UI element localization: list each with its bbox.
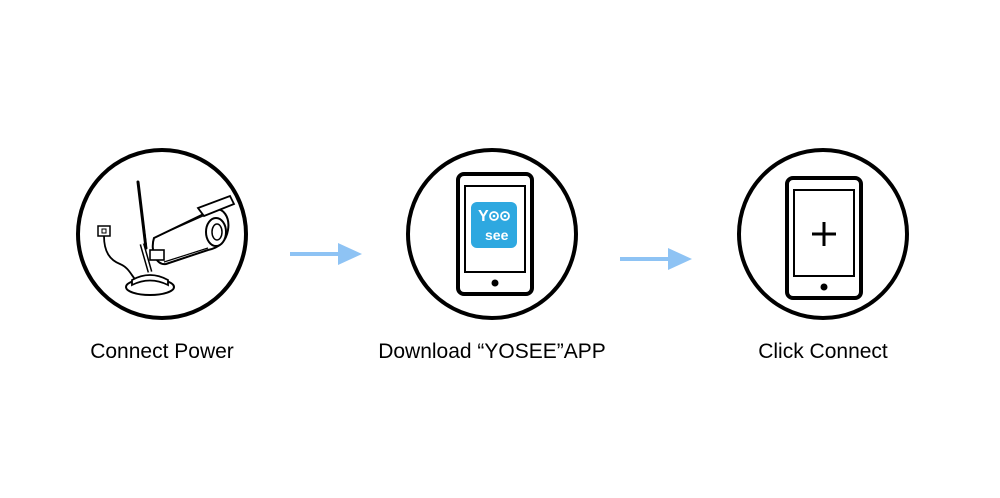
step-circle [737, 148, 909, 320]
step-label: Click Connect [758, 340, 888, 363]
step-circle [76, 148, 248, 320]
phone-plus-icon [785, 176, 863, 300]
camera-power-icon [97, 180, 236, 296]
arrow-right-icon [290, 243, 362, 265]
step-label: Download “YOSEE”APP [378, 340, 606, 363]
step-connect-power: Connect Power [42, 148, 282, 364]
svg-text:see: see [485, 227, 509, 243]
arrow-right-icon [620, 248, 692, 270]
step-download-app: Y see Download “YOSEE”APP [372, 148, 612, 364]
yoosee-app-icon [471, 202, 517, 248]
step-click-connect: Click Connect [703, 148, 943, 364]
svg-text:Y: Y [478, 208, 489, 225]
phone-yoosee-app-icon: Y see [456, 172, 534, 296]
step-circle: Y see [406, 148, 578, 320]
step-label: Connect Power [90, 340, 234, 363]
